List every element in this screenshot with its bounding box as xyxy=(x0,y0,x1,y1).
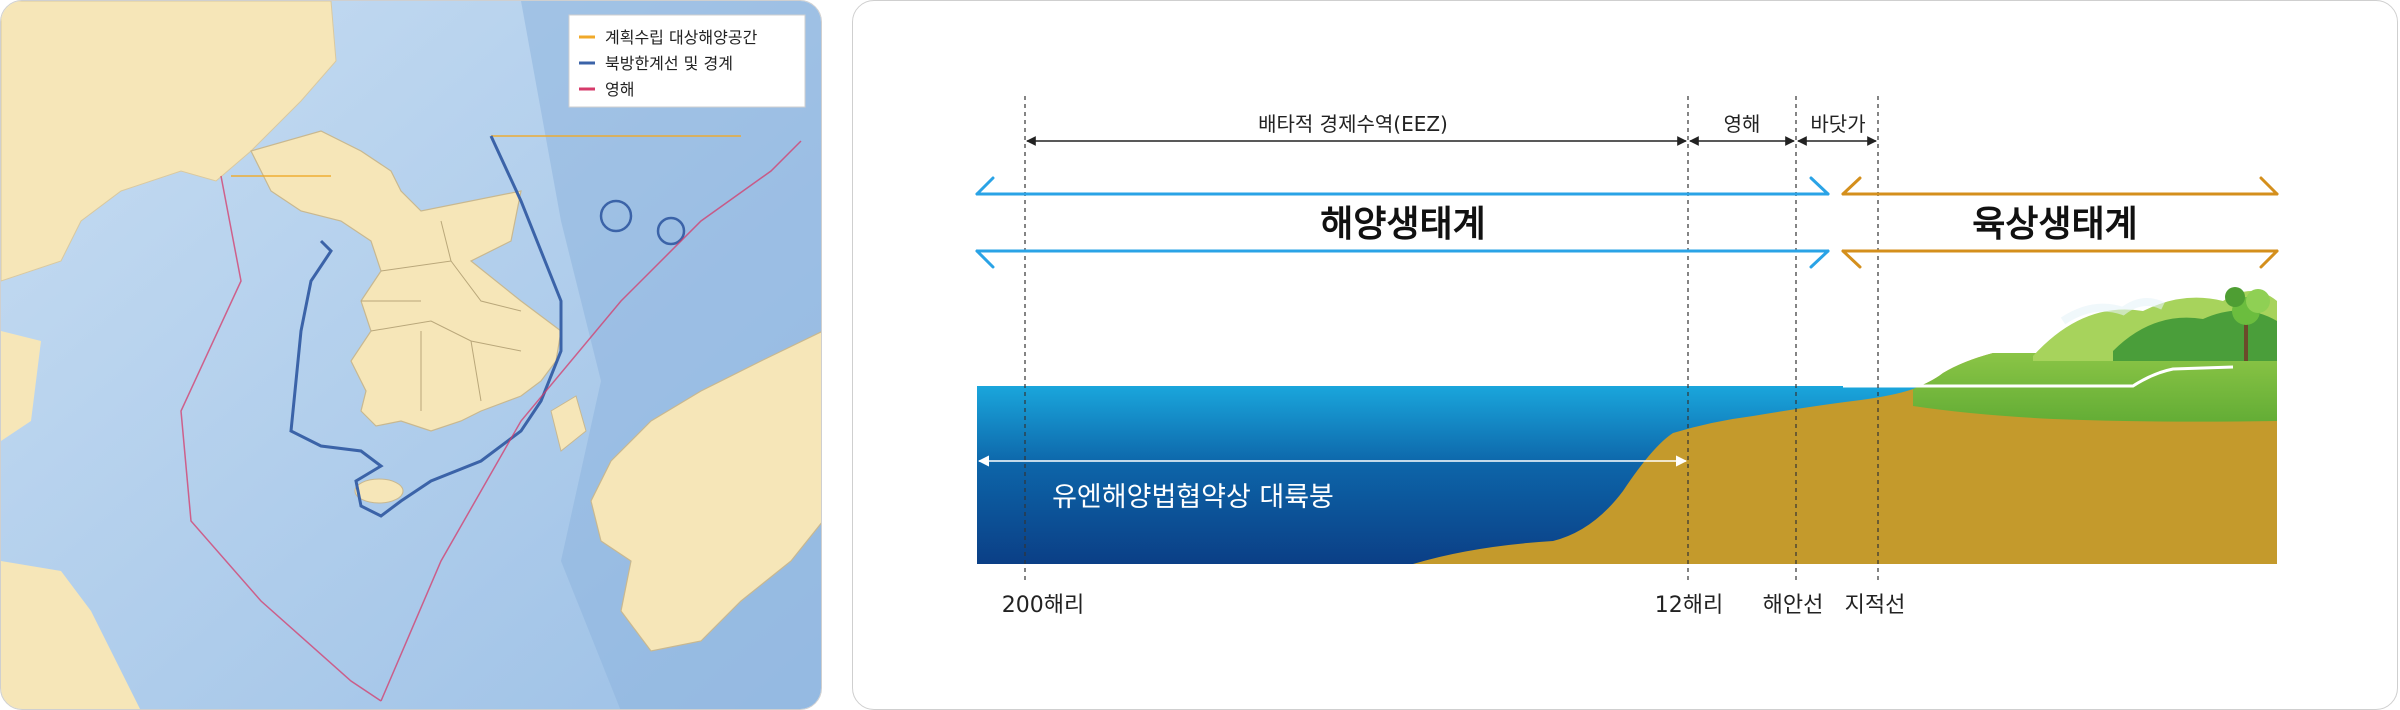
eez-label: 배타적 경제수역(EEZ) xyxy=(1258,112,1448,136)
legend-label-territorial: 영해 xyxy=(605,80,634,99)
label-cadastral: 지적선 xyxy=(1845,593,1906,618)
label-12nm: 12해리 xyxy=(1655,593,1723,618)
tsushima-island xyxy=(550,395,587,452)
ulleung-circle xyxy=(599,199,633,233)
label-200nm: 200해리 xyxy=(1002,593,1084,618)
land-ecosystem-label: 육상생태계 xyxy=(1972,204,2138,245)
dokdo-circle xyxy=(656,216,686,246)
jeju-island xyxy=(354,478,404,504)
grass-band xyxy=(1913,341,2277,422)
zone-diagram: 배타적 경제수역(EEZ) 영해 바닷가 해양생태계 육상생태계 유엔해양법협약… xyxy=(975,96,2279,618)
continental-shelf-label: 유엔해양법협약상 대륙붕 xyxy=(1052,482,1334,513)
province-lines xyxy=(361,220,522,411)
tree-icon xyxy=(2225,287,2270,361)
seashore-label: 바닷가 xyxy=(1810,112,1865,136)
landmass-north xyxy=(1,1,337,282)
landmass-southwest xyxy=(1,561,140,709)
korean-peninsula xyxy=(250,130,562,432)
map-panel: 계획수립 대상해양공간 북방한계선 및 경계 영해 xyxy=(0,0,822,710)
land-ecosystem-arrows xyxy=(1841,176,2279,269)
legend-label-boundary: 북방한계선 및 경계 xyxy=(605,54,733,73)
landmass-shandong xyxy=(1,331,41,441)
map-figure: 계획수립 대상해양공간 북방한계선 및 경계 영해 xyxy=(1,1,821,709)
territorial-sea-label: 영해 xyxy=(1724,112,1761,136)
label-coastline: 해안선 xyxy=(1763,593,1824,618)
mist xyxy=(2060,298,2165,325)
hill-front xyxy=(2113,310,2277,361)
diagram-panel: 배타적 경제수역(EEZ) 영해 바닷가 해양생태계 육상생태계 유엔해양법협약… xyxy=(852,0,2398,710)
territorial-sea-line xyxy=(180,140,802,702)
planning-space-line xyxy=(231,135,741,177)
map-legend: 계획수립 대상해양공간 북방한계선 및 경계 영해 xyxy=(568,14,806,108)
marine-ecosystem-label: 해양생태계 xyxy=(1320,204,1486,245)
legend-label-planning: 계획수립 대상해양공간 xyxy=(605,28,758,47)
marine-ecosystem-arrows xyxy=(975,176,1830,269)
road-line xyxy=(1843,365,2234,388)
japan-landmass xyxy=(590,331,821,652)
boundary-line xyxy=(289,135,563,518)
